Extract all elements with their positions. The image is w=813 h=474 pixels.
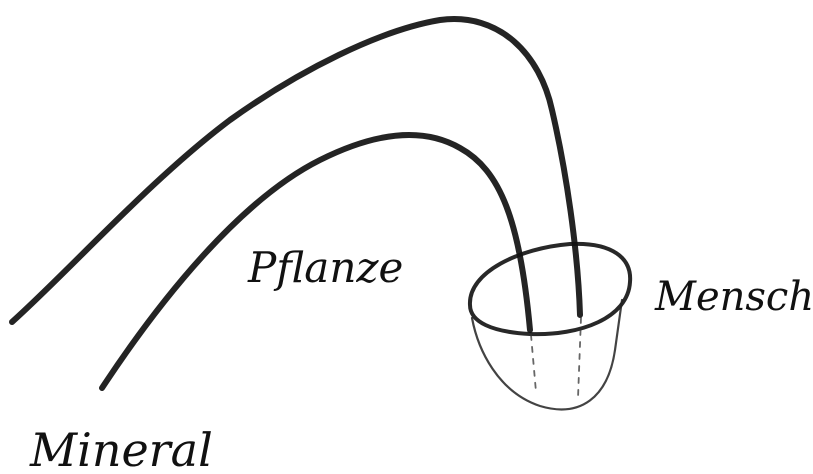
bowl-rim [470,244,630,334]
inner-line-continuation [531,335,536,392]
bowl-body [472,300,622,409]
label-mensch: Mensch [654,274,813,320]
label-pflanze: Pflanze [247,243,403,292]
label-mineral: Mineral [29,423,213,474]
